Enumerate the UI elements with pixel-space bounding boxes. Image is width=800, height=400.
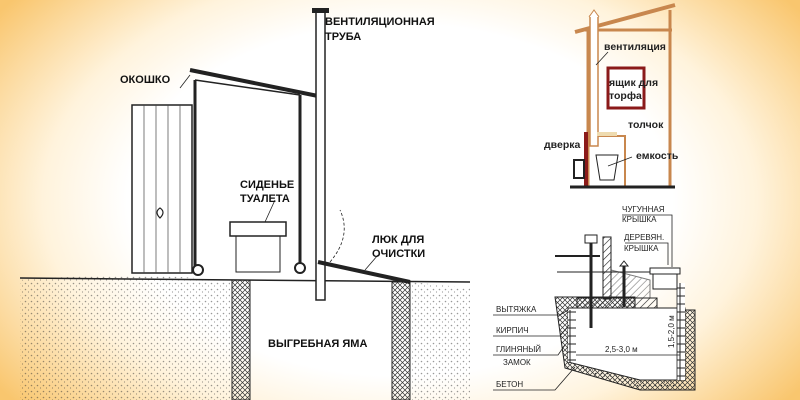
septic-pit-diagram: ЧУГУННАЯ КРЫШКА ДЕРЕВЯН. КРЫШКА ВЫТЯЖКА … [493, 205, 696, 391]
label-door: дверка [544, 139, 580, 151]
label-cast-iron-2: КРЫШКА [622, 215, 657, 224]
label-ventilation: вентиляция [604, 41, 666, 53]
label-vent-pipe-1: ВЕНТИЛЯЦИОННАЯ [325, 16, 435, 28]
peat-toilet-diagram: вентиляция ящик для торфа толчок дверка … [544, 3, 679, 189]
label-pit: ВЫГРЕБНАЯ ЯМА [268, 338, 367, 350]
label-concrete: БЕТОН [496, 380, 523, 389]
label-wooden-1: ДЕРЕВЯН. [624, 233, 664, 242]
label-wooden-2: КРЫШКА [624, 244, 659, 253]
label-peat-box-1: ящик для [609, 77, 658, 89]
label-hatch-1: ЛЮК ДЛЯ [372, 234, 424, 246]
label-width: 2,5-3,0 м [605, 345, 638, 354]
label-clay-1: ГЛИНЯНЫЙ [496, 345, 541, 354]
label-peat-box-2: торфа [609, 90, 642, 102]
label-seat-2: ТУАЛЕТА [240, 193, 290, 205]
label-seat-1: СИДЕНЬЕ [240, 179, 294, 191]
label-clay-2: ЗАМОК [503, 358, 531, 367]
label-depth: 1,5-2,0 м [667, 315, 676, 348]
label-container: емкость [636, 150, 679, 162]
label-hatch-2: ОЧИСТКИ [372, 248, 425, 260]
label-exhaust: ВЫТЯЖКА [496, 305, 537, 314]
heart-window-icon [156, 207, 164, 219]
label-cast-iron-1: ЧУГУННАЯ [622, 205, 665, 214]
label-window: ОКОШКО [120, 74, 171, 86]
outhouse-section-diagram: ОКОШКО ВЕНТИЛЯЦИОННАЯ ТРУБА СИДЕНЬЕ ТУАЛ… [19, 8, 471, 400]
label-vent-pipe-2: ТРУБА [325, 31, 361, 43]
label-brick: КИРПИЧ [496, 326, 529, 335]
label-seat: толчок [628, 119, 664, 131]
